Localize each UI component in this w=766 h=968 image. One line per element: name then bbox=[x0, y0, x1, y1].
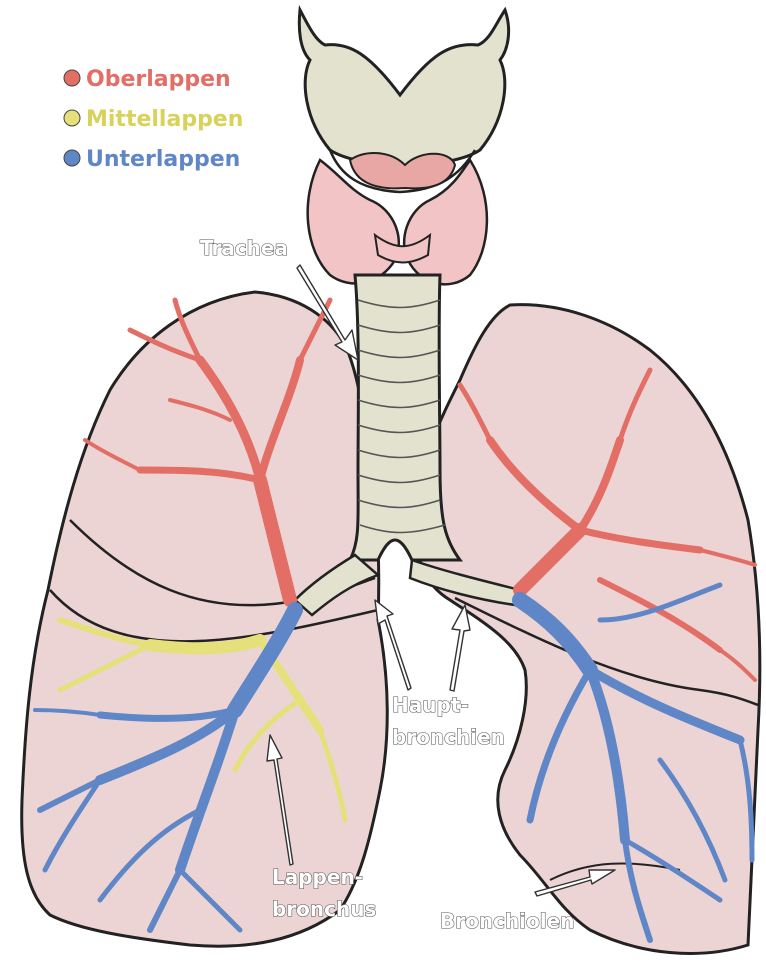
larynx bbox=[299, 10, 508, 192]
right-lung-shape bbox=[22, 292, 388, 946]
legend-swatch-lower bbox=[64, 150, 80, 166]
haupt-arrow-left bbox=[450, 605, 470, 691]
label-trachea: Trachea bbox=[200, 236, 288, 260]
label-haupt-line1: Haupt- bbox=[392, 693, 469, 717]
label-lappen-line1: Lappen- bbox=[272, 865, 363, 889]
label-haupt-line2: bronchien bbox=[392, 725, 505, 749]
legend-label-lower: Unterlappen bbox=[86, 147, 240, 172]
larynx-cartilage bbox=[299, 10, 508, 165]
label-bronchiolen: Bronchiolen bbox=[440, 909, 574, 933]
right-lung bbox=[22, 292, 388, 946]
legend: Oberlappen Mittellappen Unterlappen bbox=[64, 67, 243, 172]
legend-label-middle: Mittellappen bbox=[86, 107, 243, 132]
legend-swatch-middle bbox=[64, 110, 80, 126]
legend-swatch-upper bbox=[64, 70, 80, 86]
label-lappen-line2: bronchus bbox=[272, 897, 376, 921]
legend-label-upper: Oberlappen bbox=[86, 67, 231, 92]
